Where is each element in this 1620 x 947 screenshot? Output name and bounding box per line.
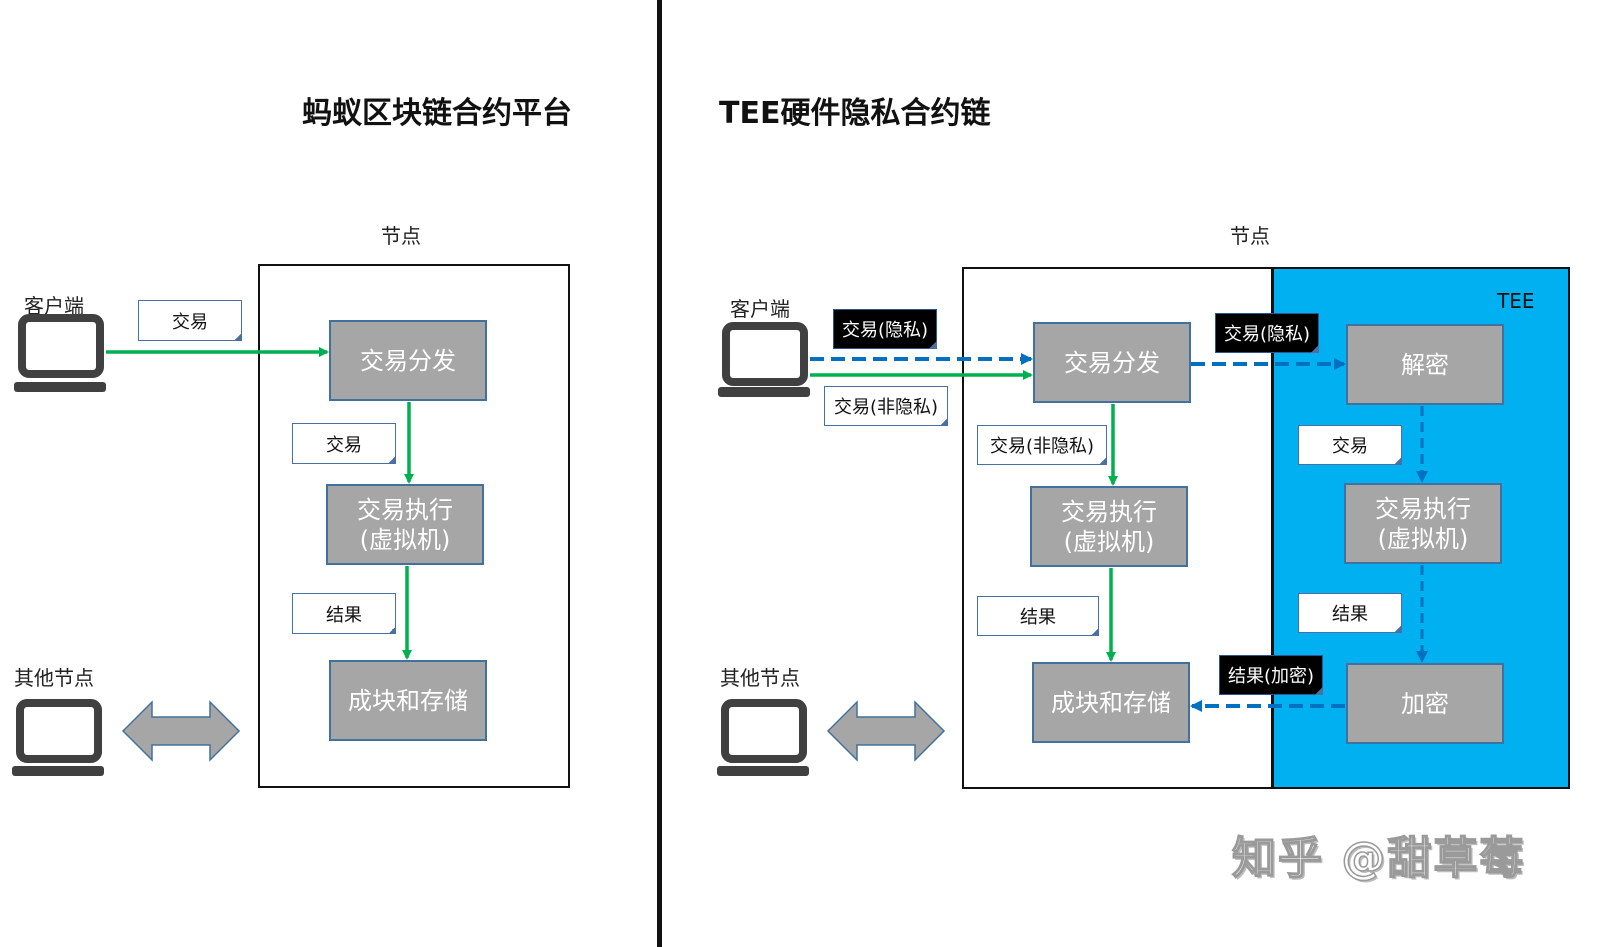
other-node-laptop-icon-left	[12, 699, 104, 776]
left-store-box: 成块和存储	[329, 660, 487, 741]
tee-tx-note: 交易	[1298, 425, 1402, 465]
box-text: 成块和存储	[348, 686, 468, 715]
left-title: 蚂蚁区块链合约平台	[302, 96, 572, 131]
note-text: 交易	[172, 311, 208, 333]
right-dispatch-box: 交易分发	[1033, 322, 1191, 403]
tee-label: TEE	[1497, 289, 1535, 313]
note-text: 交易(非隐私)	[989, 436, 1095, 457]
right-client-label: 客户端	[730, 297, 790, 321]
left-client-label: 客户端	[24, 294, 84, 318]
note-text: 结果	[1020, 607, 1056, 628]
encrypted-result-note: 结果(加密)	[1219, 655, 1323, 695]
encrypt-box: 加密	[1346, 663, 1504, 744]
box-text: 交易分发	[360, 346, 456, 375]
note-text: 交易(非隐私)	[833, 397, 939, 418]
box-text: 加密	[1401, 689, 1449, 718]
sync-double-arrow-icon-left	[121, 700, 241, 762]
client-public-tx-note: 交易(非隐私)	[824, 386, 948, 426]
note-text: 交易(隐私)	[1223, 324, 1311, 345]
box-text-line2: (虚拟机)	[1063, 527, 1155, 556]
note-text: 结果(加密)	[1227, 666, 1315, 687]
left-node-label: 节点	[381, 224, 421, 248]
box-text-line2: (虚拟机)	[359, 525, 451, 554]
right-store-box: 成块和存储	[1032, 662, 1190, 743]
other-node-laptop-icon-right	[717, 699, 809, 776]
client-laptop-icon-left	[14, 314, 106, 392]
right-title: TEE硬件隐私合约链	[719, 96, 991, 131]
left-result-note: 结果	[292, 593, 396, 634]
note-text: 结果	[326, 604, 362, 626]
box-text-line2: (虚拟机)	[1377, 524, 1469, 553]
note-text: 结果	[1332, 604, 1368, 625]
left-client-tx-note: 交易	[138, 300, 242, 341]
note-text: 交易	[326, 434, 362, 456]
note-text: 交易(隐私)	[841, 320, 929, 341]
right-other-nodes-label: 其他节点	[720, 666, 800, 690]
panel-divider	[657, 0, 662, 947]
watermark: 知乎 @甜草莓	[1231, 832, 1526, 885]
client-laptop-icon-right	[718, 322, 810, 397]
public-tx-note: 交易(非隐私)	[977, 425, 1107, 465]
box-text-line1: 交易执行	[1061, 497, 1157, 526]
left-tx-note: 交易	[292, 423, 396, 464]
box-text: 交易分发	[1064, 348, 1160, 377]
left-dispatch-box: 交易分发	[329, 320, 487, 401]
tee-result-note: 结果	[1298, 593, 1402, 633]
left-execute-box: 交易执行 (虚拟机)	[326, 484, 484, 565]
tee-execute-box: 交易执行 (虚拟机)	[1344, 483, 1502, 564]
note-text: 交易	[1332, 436, 1368, 457]
right-node-label: 节点	[1230, 224, 1270, 248]
box-text: 成块和存储	[1051, 688, 1171, 717]
box-text: 解密	[1401, 350, 1449, 379]
right-execute-box: 交易执行 (虚拟机)	[1030, 486, 1188, 567]
box-text-line1: 交易执行	[357, 495, 453, 524]
client-private-tx-note: 交易(隐私)	[833, 309, 937, 349]
tee-private-tx-note: 交易(隐私)	[1215, 313, 1319, 353]
right-result-note: 结果	[977, 596, 1099, 636]
left-other-nodes-label: 其他节点	[14, 666, 94, 690]
box-text-line1: 交易执行	[1375, 494, 1471, 523]
decrypt-box: 解密	[1346, 324, 1504, 405]
sync-double-arrow-icon-right	[826, 700, 946, 762]
